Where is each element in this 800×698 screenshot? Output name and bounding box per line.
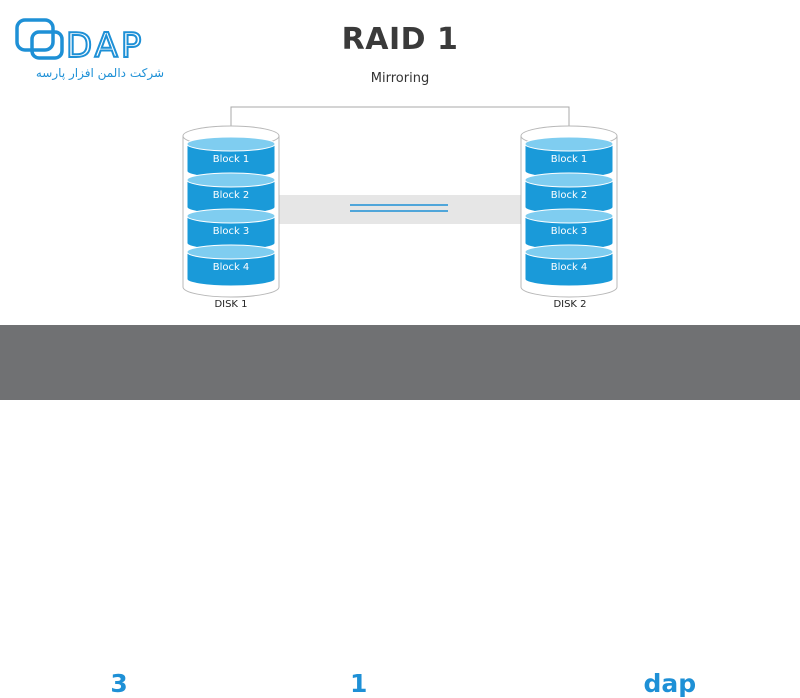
phone-numbers: 021433629 - 02191001790 xyxy=(40,669,420,698)
block-label: Block 1 xyxy=(213,154,250,165)
block-top xyxy=(524,136,614,152)
disk-block: Block 3 xyxy=(186,208,276,251)
block-top xyxy=(524,244,614,260)
url-brand: dap xyxy=(643,669,697,698)
block-body xyxy=(524,251,614,287)
phone-part: 0214 xyxy=(40,669,111,698)
diagram-stage: DAP شرکت دالمن افزار پارسه RAID 1 Mirror… xyxy=(0,0,800,325)
mirror-connector xyxy=(230,106,570,135)
block-top xyxy=(186,244,276,260)
url-prefix: www. xyxy=(566,669,644,698)
phone-part: 3629 - 0219100 xyxy=(128,669,350,698)
diagram-title: RAID 1 xyxy=(341,22,459,57)
url-suffix: .co.ir xyxy=(696,669,768,698)
disk-1-label: DISK 1 xyxy=(214,299,248,310)
block-label: Block 4 xyxy=(551,262,588,273)
disk-2-label: DISK 2 xyxy=(553,299,587,310)
disk-block: Block 4 xyxy=(186,244,276,287)
block-top xyxy=(186,136,276,152)
disk-block: Block 1 xyxy=(524,136,614,179)
block-top xyxy=(186,172,276,188)
phone-part: 790 xyxy=(367,669,421,698)
block-top xyxy=(524,208,614,224)
block-label: Block 4 xyxy=(213,262,250,273)
block-top xyxy=(186,208,276,224)
disk-2: Block 1 Block 2 Block 3 Block 4 xyxy=(520,125,618,298)
block-top xyxy=(524,172,614,188)
disk-block: Block 3 xyxy=(524,208,614,251)
block-label: Block 2 xyxy=(213,190,250,201)
block-label: Block 2 xyxy=(551,190,588,201)
block-body xyxy=(186,251,276,287)
disk-block: Block 4 xyxy=(524,244,614,287)
block-label: Block 3 xyxy=(213,226,250,237)
block-label: Block 3 xyxy=(551,226,588,237)
website-url: www.dap.co.ir xyxy=(566,669,768,698)
diagram-subtitle: Mirroring xyxy=(370,71,430,86)
block-label: Block 1 xyxy=(551,154,588,165)
footer-bar: 021433629 - 02191001790 www.dap.co.ir xyxy=(0,325,800,698)
disk-1: Block 1 Block 2 Block 3 Block 4 xyxy=(182,125,280,298)
phone-highlight: 1 xyxy=(349,669,368,698)
logo-wordmark: DAP xyxy=(66,26,144,66)
phone-highlight: 3 xyxy=(110,669,128,698)
disk-block: Block 2 xyxy=(524,172,614,215)
disk-block: Block 1 xyxy=(186,136,276,179)
disk-block: Block 2 xyxy=(186,172,276,215)
logo-subtitle: شرکت دالمن افزار پارسه xyxy=(35,66,164,80)
link-band xyxy=(276,195,526,224)
dap-logo: DAP xyxy=(15,18,144,67)
